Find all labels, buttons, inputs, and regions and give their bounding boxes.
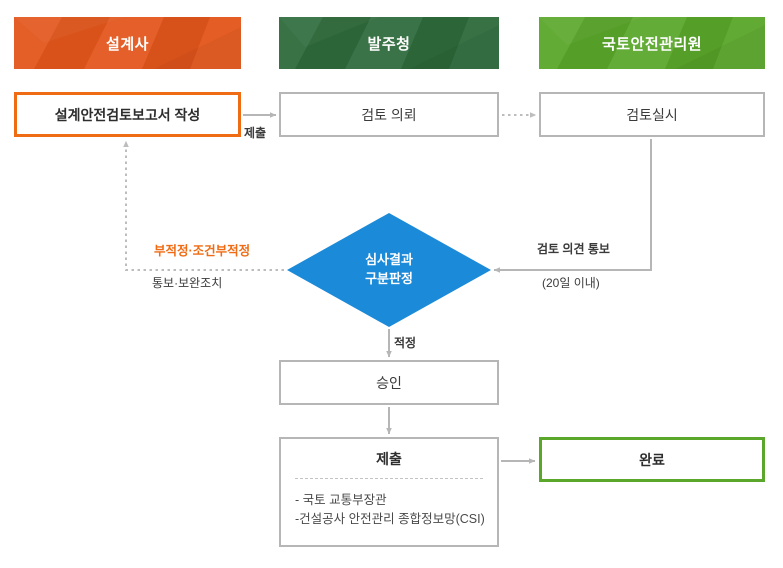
column-header-designer-label: 설계사 xyxy=(106,35,149,53)
decision-line-2: 구분판정 xyxy=(365,271,413,286)
node-design-safety-review-report[interactable]: 설계안전검토보고서 작성 xyxy=(14,92,241,137)
node-submission-title: 제출 xyxy=(376,451,402,467)
column-header-owner: 발주청 xyxy=(279,17,499,69)
node-design-safety-review-report-label: 설계안전검토보고서 작성 xyxy=(54,106,201,123)
edge-label-reject-action: 통보·보완조치 xyxy=(152,276,223,290)
edge-label-reject-result: 부적정·조건부적정 xyxy=(154,244,251,258)
edge-label-opinion-deadline: (20일 이내) xyxy=(542,276,600,290)
node-decision-judgment-label: 심사결과 구분판정 xyxy=(287,213,491,327)
column-header-designer: 설계사 xyxy=(14,17,241,69)
edge-label-opinion-notice: 검토 의견 통보 xyxy=(537,242,610,256)
column-header-agency: 국토안전관리원 xyxy=(539,17,765,69)
list-item: - 국토 교통부장관 xyxy=(295,493,387,507)
node-approval-label: 승인 xyxy=(376,374,402,391)
node-review-request[interactable]: 검토 의뢰 xyxy=(279,92,499,137)
node-decision-judgment[interactable]: 심사결과 구분판정 xyxy=(287,213,491,327)
decision-line-1: 심사결과 xyxy=(365,252,413,268)
column-header-agency-label: 국토안전관리원 xyxy=(601,35,703,53)
node-complete[interactable]: 완료 xyxy=(539,437,765,482)
node-conduct-review-label: 검토실시 xyxy=(626,106,678,123)
submission-divider xyxy=(295,478,483,479)
edge-label-submit: 제출 xyxy=(244,126,267,140)
node-review-request-label: 검토 의뢰 xyxy=(361,106,417,123)
node-submission[interactable]: 제출 - 국토 교통부장관 -건설공사 안전관리 종합정보망(CSI) xyxy=(279,437,499,547)
node-approval[interactable]: 승인 xyxy=(279,360,499,405)
node-submission-list: - 국토 교통부장관 -건설공사 안전관리 종합정보망(CSI) xyxy=(293,491,485,530)
edge-label-proper-result: 적정 xyxy=(394,336,417,350)
list-item: -건설공사 안전관리 종합정보망(CSI) xyxy=(295,512,485,527)
node-conduct-review[interactable]: 검토실시 xyxy=(539,92,765,137)
node-complete-label: 완료 xyxy=(639,451,665,468)
column-header-owner-label: 발주청 xyxy=(367,35,411,53)
